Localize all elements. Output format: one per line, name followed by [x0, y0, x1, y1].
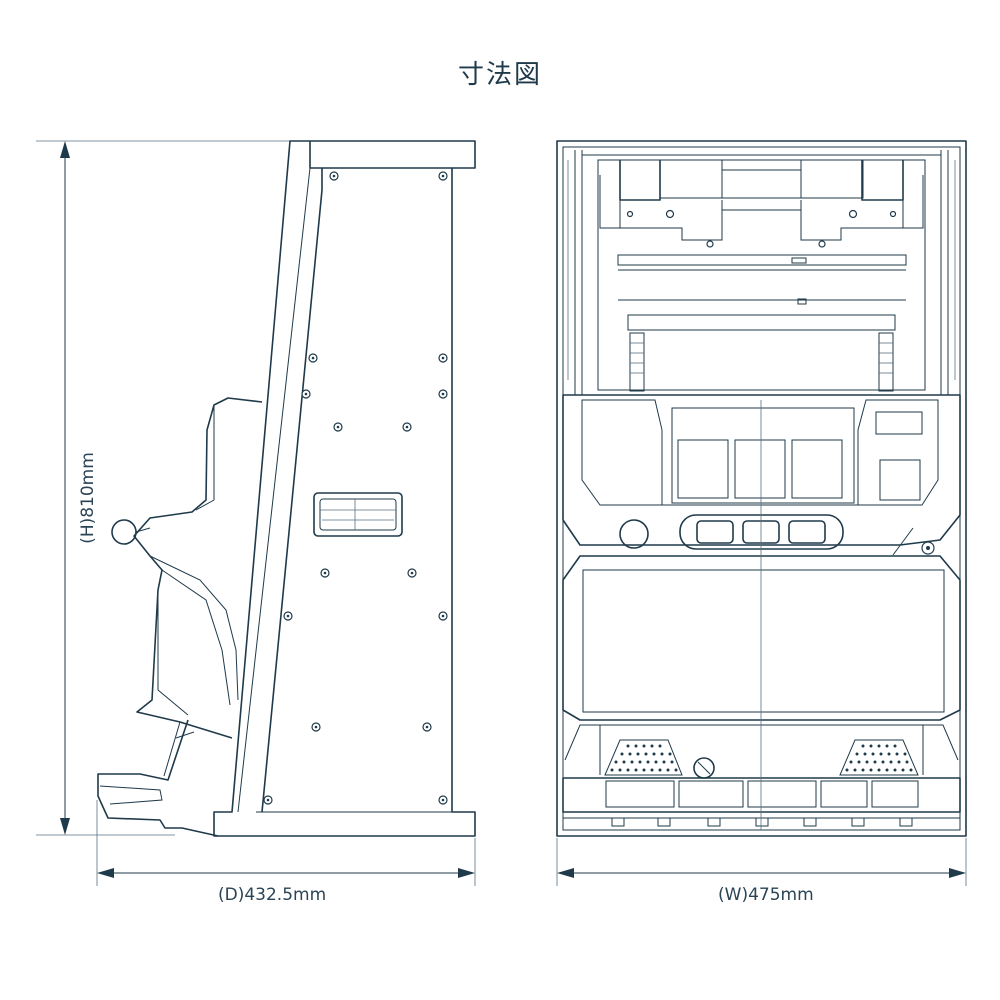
width-dimension — [556, 838, 967, 886]
depth-label: (D)432.5mm — [218, 885, 327, 905]
diagram-title: 寸法図 — [457, 60, 542, 90]
height-label: (H)810mm — [78, 452, 98, 544]
depth-dimension — [96, 800, 476, 886]
side-view — [97, 140, 476, 837]
width-label: (W)475mm — [718, 885, 814, 905]
left-speaker-grille — [610, 744, 678, 772]
height-dimension — [36, 140, 290, 836]
front-view — [556, 140, 967, 837]
right-speaker-grille — [845, 744, 913, 772]
